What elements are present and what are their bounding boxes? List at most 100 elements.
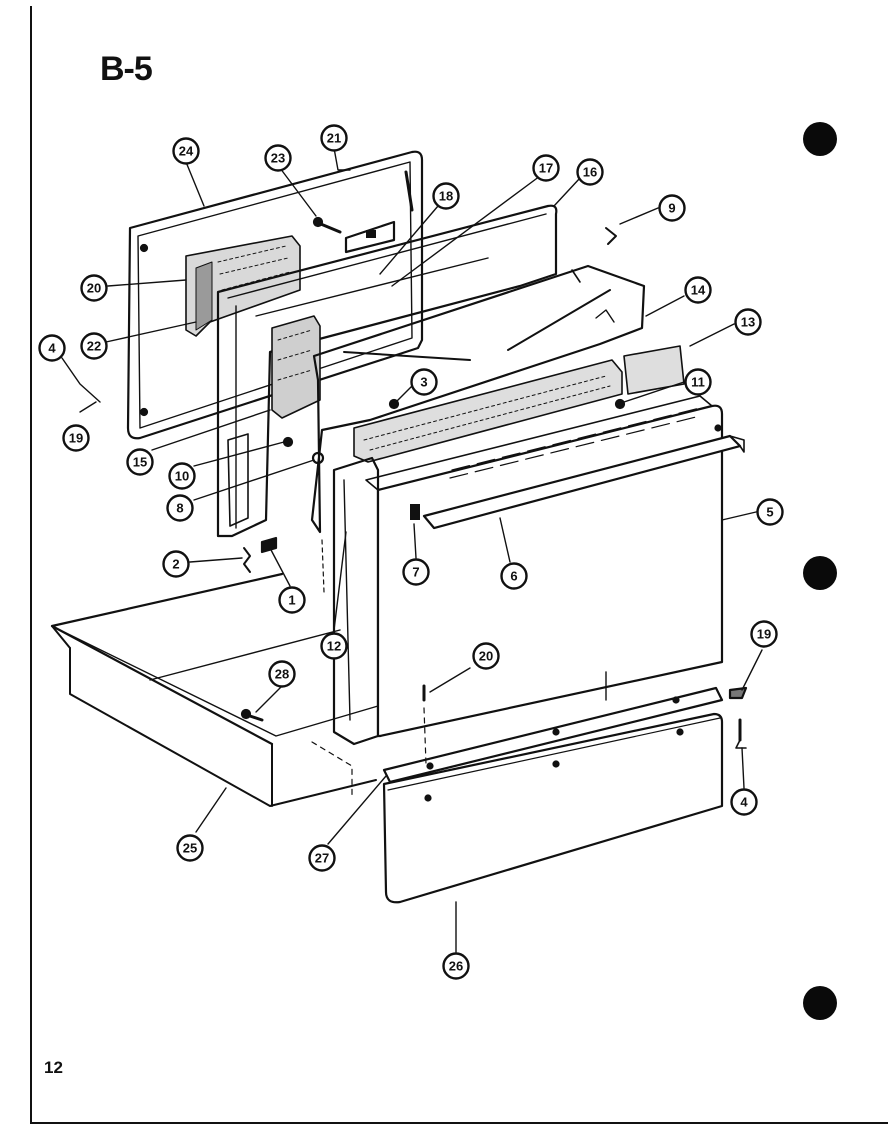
page-border <box>30 6 888 1124</box>
part-side-insulation <box>271 315 321 419</box>
callout-circle <box>402 558 430 586</box>
callout-label: 25 <box>183 841 197 856</box>
callout-c23: 23 <box>264 144 292 172</box>
callout-label: 11 <box>691 375 705 390</box>
callout-circle <box>410 368 438 396</box>
part-door-insulation <box>353 345 685 463</box>
callout-circle <box>756 498 784 526</box>
callout-c20b: 20 <box>472 642 500 670</box>
callout-c4b: 4 <box>730 788 758 816</box>
callout-c14: 14 <box>684 276 712 304</box>
callout-label: 20 <box>87 281 101 296</box>
callout-circle <box>658 194 686 222</box>
binder-hole-top <box>803 122 837 156</box>
callout-label: 9 <box>668 201 675 216</box>
callout-circle <box>278 586 306 614</box>
callout-c4a: 4 <box>38 334 66 362</box>
callout-label: 4 <box>48 341 56 356</box>
callout-label: 16 <box>583 165 597 180</box>
callout-label: 2 <box>172 557 179 572</box>
callout-label: 3 <box>420 375 427 390</box>
callout-circle <box>750 620 778 648</box>
callout-c20a: 20 <box>80 274 108 302</box>
part-outer-door <box>365 395 724 738</box>
callout-circle <box>172 137 200 165</box>
part-trim-strip <box>382 684 748 784</box>
callout-circle <box>734 308 762 336</box>
diagram-title: B-5 <box>100 50 153 88</box>
callout-circle <box>500 562 528 590</box>
callout-c13: 13 <box>734 308 762 336</box>
callout-circle <box>442 952 470 980</box>
callout-label: 27 <box>315 851 329 866</box>
callout-label: 24 <box>179 144 194 159</box>
callout-label: 15 <box>133 455 147 470</box>
callout-circle <box>162 550 190 578</box>
callout-c15: 15 <box>126 448 154 476</box>
callout-c16: 16 <box>576 158 604 186</box>
callout-label: 19 <box>69 431 83 446</box>
callout-c12: 12 <box>320 632 348 660</box>
callout-circle <box>320 632 348 660</box>
part-rear-panel <box>126 150 424 440</box>
callout-circle <box>166 494 194 522</box>
callout-c17: 17 <box>532 154 560 182</box>
callout-circle <box>684 368 712 396</box>
callout-c24: 24 <box>172 137 200 165</box>
callout-c25: 25 <box>176 834 204 862</box>
callout-c21: 21 <box>320 124 348 152</box>
callout-circle <box>268 660 296 688</box>
callout-label: 20 <box>479 649 493 664</box>
callout-c1: 1 <box>278 586 306 614</box>
callout-c3: 3 <box>410 368 438 396</box>
callout-c7: 7 <box>402 558 430 586</box>
callout-c6: 6 <box>500 562 528 590</box>
callout-label: 12 <box>327 639 341 654</box>
part-window-panel <box>310 227 646 534</box>
callout-label: 19 <box>757 627 771 642</box>
callout-c19b: 19 <box>750 620 778 648</box>
callout-circle <box>168 462 196 490</box>
callout-label: 13 <box>741 315 755 330</box>
part-inner-frame <box>216 204 558 538</box>
leader-lines <box>61 147 763 953</box>
callout-label: 21 <box>327 131 341 146</box>
callout-circle <box>80 274 108 302</box>
callout-circle <box>308 844 336 872</box>
callout-c28: 28 <box>268 660 296 688</box>
part-hinge-bracket <box>312 216 396 254</box>
callout-label: 17 <box>539 161 553 176</box>
callout-c8: 8 <box>166 494 194 522</box>
part-base-pan <box>50 572 379 807</box>
part-door-handle <box>410 434 745 530</box>
callout-label: 23 <box>271 151 285 166</box>
callout-c10: 10 <box>168 462 196 490</box>
part-left-fasteners <box>227 433 325 593</box>
callout-label: 28 <box>275 667 289 682</box>
callout-circle <box>532 154 560 182</box>
callout-c11: 11 <box>684 368 712 396</box>
callout-c2: 2 <box>162 550 190 578</box>
part-side-channel <box>332 456 380 746</box>
callout-c18: 18 <box>432 182 460 210</box>
callout-circle <box>80 332 108 360</box>
callout-label: 8 <box>176 501 183 516</box>
callout-circle <box>38 334 66 362</box>
callout-label: 4 <box>740 795 748 810</box>
callout-circle <box>320 124 348 152</box>
callout-label: 18 <box>439 189 453 204</box>
callout-circle <box>730 788 758 816</box>
callout-label: 14 <box>691 283 706 298</box>
callout-label: 1 <box>288 593 295 608</box>
callout-c9a: 9 <box>658 194 686 222</box>
callout-circle <box>176 834 204 862</box>
callout-label: 22 <box>87 339 101 354</box>
callout-circle <box>62 424 90 452</box>
callout-circle <box>432 182 460 210</box>
callout-label: 7 <box>412 565 419 580</box>
callout-label: 6 <box>510 569 517 584</box>
callout-c27: 27 <box>308 844 336 872</box>
